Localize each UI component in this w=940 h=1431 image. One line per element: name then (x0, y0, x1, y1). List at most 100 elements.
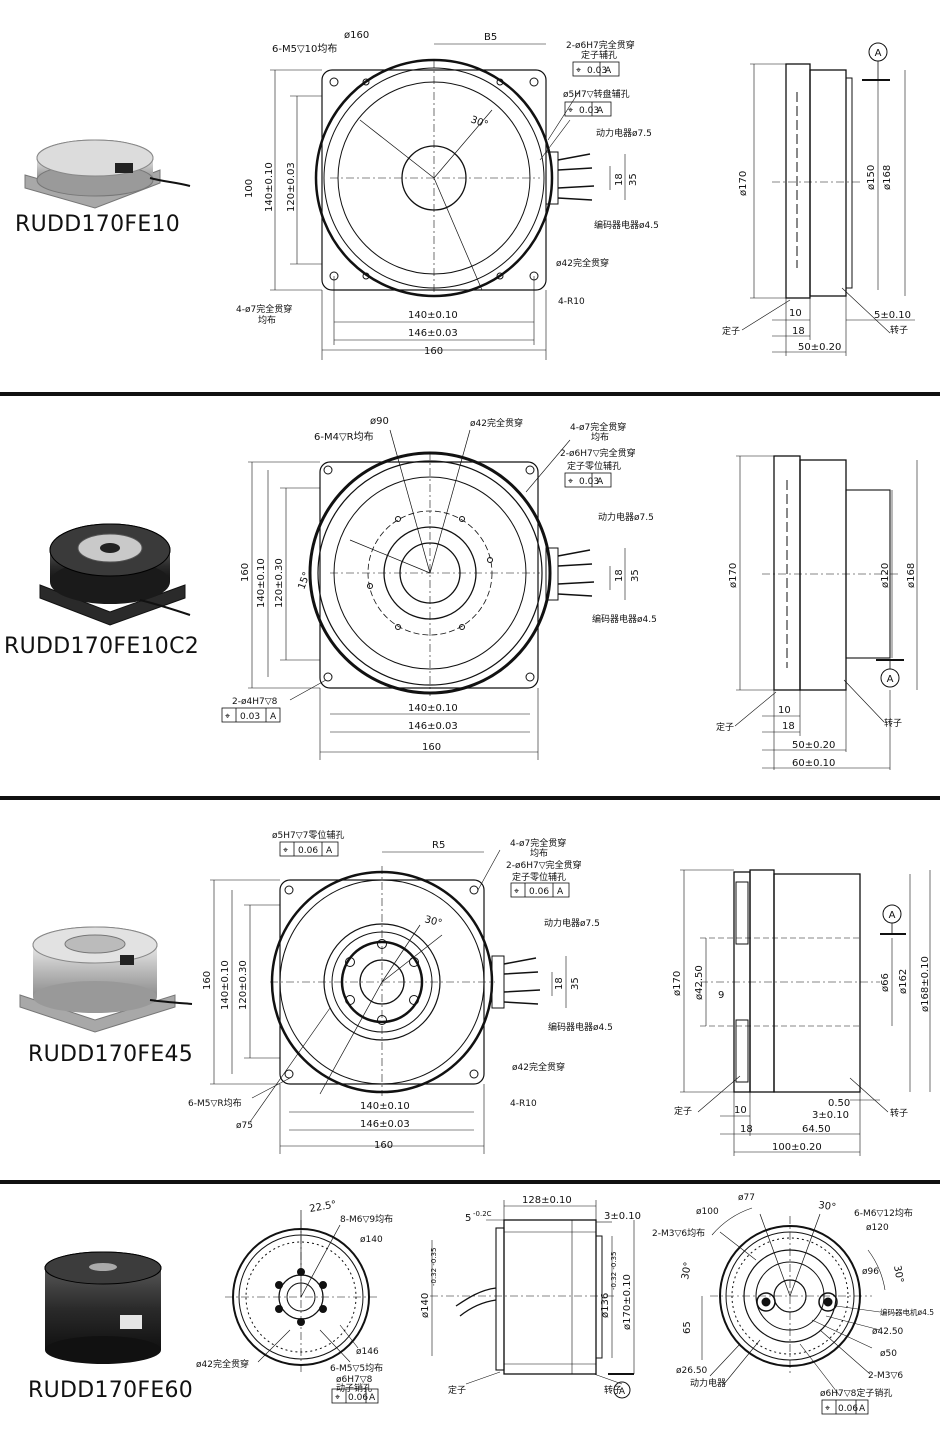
dim-s4-datum2: A (859, 1404, 866, 1414)
dim-s3-enc: 编码器电器ø4.5 (548, 1021, 613, 1033)
dim-s4-datum: A (369, 1393, 376, 1403)
dim-s4-a225: 22.5° (309, 1199, 338, 1215)
dim-s1-pin1b: 定子辅孔 (581, 49, 617, 61)
dim-s1-h7b: 均布 (258, 314, 276, 326)
dim-s2-pin: 2-ø6H7▽完全贯穿 (560, 447, 636, 459)
label-s2-rotor: 转子 (884, 717, 902, 729)
dim-s1-tol1: 0.03 (587, 66, 607, 76)
dim-s1-sd170: ø170 (738, 171, 749, 196)
dim-s4-d100: ø100 (696, 1207, 719, 1217)
dim-s2-s10: 10 (778, 705, 791, 716)
label-s3-rotor: 转子 (890, 1107, 908, 1119)
dim-s4-d120: ø120 (866, 1223, 889, 1233)
dim-s4-a30a: 30° (818, 1200, 837, 1213)
dim-s2-h140: 140±0.10 (256, 558, 267, 608)
dim-s1-m5: 6-M5▽10均布 (272, 43, 337, 55)
dim-s2-d90: ø90 (370, 416, 389, 427)
section-divider-3 (0, 1180, 940, 1184)
dim-s4-m5: 6-M5▽5均布 (330, 1362, 383, 1374)
front-view-4-labels: 22.5° 8-M6▽9均布 ø140 ø42完全贯穿 ø146 6-M5▽5均… (196, 1199, 393, 1403)
dim-s1-sd168: ø168 (882, 165, 893, 190)
dim-s1-datum1: A (605, 66, 612, 76)
dim-s2-m4: 6-M4▽R均布 (314, 431, 374, 443)
dim-s4-pow: 动力电器 (690, 1377, 726, 1389)
dim-s4-sd136: ø136 (600, 1293, 611, 1318)
dim-s3-c35: 35 (570, 977, 581, 990)
label-s1-stator: 定子 (722, 325, 740, 337)
dim-s2-pinb: 定子零位辅孔 (567, 460, 621, 472)
dim-s3-s100: 100±0.20 (772, 1142, 822, 1153)
dim-s1-s50: 50±0.20 (798, 342, 841, 353)
dim-s1-w146: 146±0.03 (408, 328, 458, 339)
model-label-3: RUDD170FE45 (28, 1042, 194, 1067)
dim-s3-pow: 动力电器ø7.5 (544, 917, 600, 929)
dim-s2-c18: 18 (614, 569, 625, 582)
dim-s2-sd120: ø120 (880, 563, 891, 588)
dim-s4-s5: 5 (465, 1213, 471, 1224)
tol-symbol-3: ⌖ (568, 477, 573, 487)
tol-symbol-7: ⌖ (335, 1393, 340, 1403)
front-view-4 (225, 1210, 379, 1404)
dim-s4-w128: 128±0.10 (522, 1195, 572, 1206)
tol-symbol-2: ⌖ (568, 106, 573, 116)
label-s4-rotor: 转子 (604, 1384, 622, 1396)
side-view-1 (741, 42, 915, 356)
dim-s3-h7b: 均布 (530, 847, 548, 859)
dim-s4-d50: ø50 (880, 1349, 897, 1359)
tol-symbol-4: ⌖ (225, 712, 230, 722)
dim-s3-pin: 2-ø6H7▽完全贯穿 (506, 859, 582, 871)
dim-s3-r10: 4-R10 (510, 1099, 537, 1109)
dim-s2-s50: 50±0.20 (792, 740, 835, 751)
dim-s4-h65: 65 (682, 1321, 693, 1334)
datum-circle-1: A (875, 48, 882, 59)
rear-view-4-labels: ø77 ø100 30° 6-M6▽12均布 ø120 2-M3▽6均布 ø96… (652, 1193, 934, 1414)
dim-s1-h120: 120±0.03 (286, 162, 297, 212)
dim-s4-tol: 0.06 (348, 1393, 368, 1403)
side-view-2 (734, 455, 918, 770)
front-view-1-labels: ø160 6-M5▽10均布 B5 2-ø6H7完全贯穿 定子辅孔 ⌖ 0.03… (236, 30, 659, 357)
dim-s3-w160: 160 (374, 1140, 393, 1151)
dim-s2-d42: ø42完全贯穿 (470, 417, 523, 429)
dim-s3-pinb: 定子零位辅孔 (512, 871, 566, 883)
dim-s2-w146: 146±0.03 (408, 721, 458, 732)
dim-s3-tol1: 0.06 (298, 846, 318, 856)
dim-s1-c18: 18 (614, 173, 625, 186)
dim-s4-tol2: 0.06 (838, 1404, 858, 1414)
dim-s1-b5: B5 (484, 32, 497, 43)
side-view-2-labels: A ø170 ø120 ø168 10 18 50±0.20 60±0.10 定… (716, 563, 917, 769)
dim-s3-s3: 3±0.10 (812, 1110, 849, 1121)
dim-s3-m5: 6-M5▽R均布 (188, 1097, 242, 1109)
dim-s3-h140: 140±0.10 (220, 960, 231, 1010)
dim-s4-d77: ø77 (738, 1193, 755, 1203)
section-divider-1 (0, 392, 940, 396)
side-view-1-labels: A ø170 ø150 ø168 10 18 50±0.20 5±0.10 定子… (722, 48, 911, 353)
section-divider-2 (0, 796, 940, 800)
dim-s2-w160: 160 (422, 742, 441, 753)
dim-s4-d4250: ø42.50 (872, 1327, 904, 1337)
dim-s3-s10: 10 (734, 1105, 747, 1116)
dim-s2-hole4: 2-ø4H7▽8 (232, 697, 278, 707)
dim-s4-enc: 编码器电机ø4.5 (880, 1307, 934, 1317)
dim-s3-s18: 18 (740, 1124, 753, 1135)
dim-s3-h160: 160 (202, 971, 213, 990)
side-view-3 (680, 869, 931, 1156)
dim-s1-c35: 35 (628, 173, 639, 186)
dim-s1-enc: 编码器电器ø4.5 (594, 219, 659, 231)
dim-s2-sd168: ø168 (906, 563, 917, 588)
dim-s3-h120: 120±0.30 (238, 960, 249, 1010)
dim-s1-h7: 4-ø7完全贯穿 (236, 303, 292, 315)
dim-s4-a30b: 30° (680, 1261, 694, 1280)
dim-s2-datum2: A (270, 712, 277, 722)
label-s2-stator: 定子 (716, 721, 734, 733)
dim-s2-datum1: A (597, 477, 604, 487)
dim-s3-h7: 4-ø7完全贯穿 (510, 837, 566, 849)
dim-s2-h7b: 均布 (591, 431, 609, 443)
dim-s1-r10: 4-R10 (558, 297, 585, 307)
dim-s1-s5: 5±0.10 (874, 310, 911, 321)
dim-s4-d2650: ø26.50 (676, 1366, 708, 1376)
dim-s1-pow: 动力电器ø7.5 (596, 127, 652, 139)
side-view-4-labels: 128±0.10 5 -0.2C 3±0.10 ø140 -0.32 -0.35… (420, 1195, 641, 1397)
dim-s3-sd4250: ø42.50 (694, 965, 705, 1000)
dim-s3-w146: 146±0.03 (360, 1119, 410, 1130)
label-s3-stator: 定子 (674, 1105, 692, 1117)
